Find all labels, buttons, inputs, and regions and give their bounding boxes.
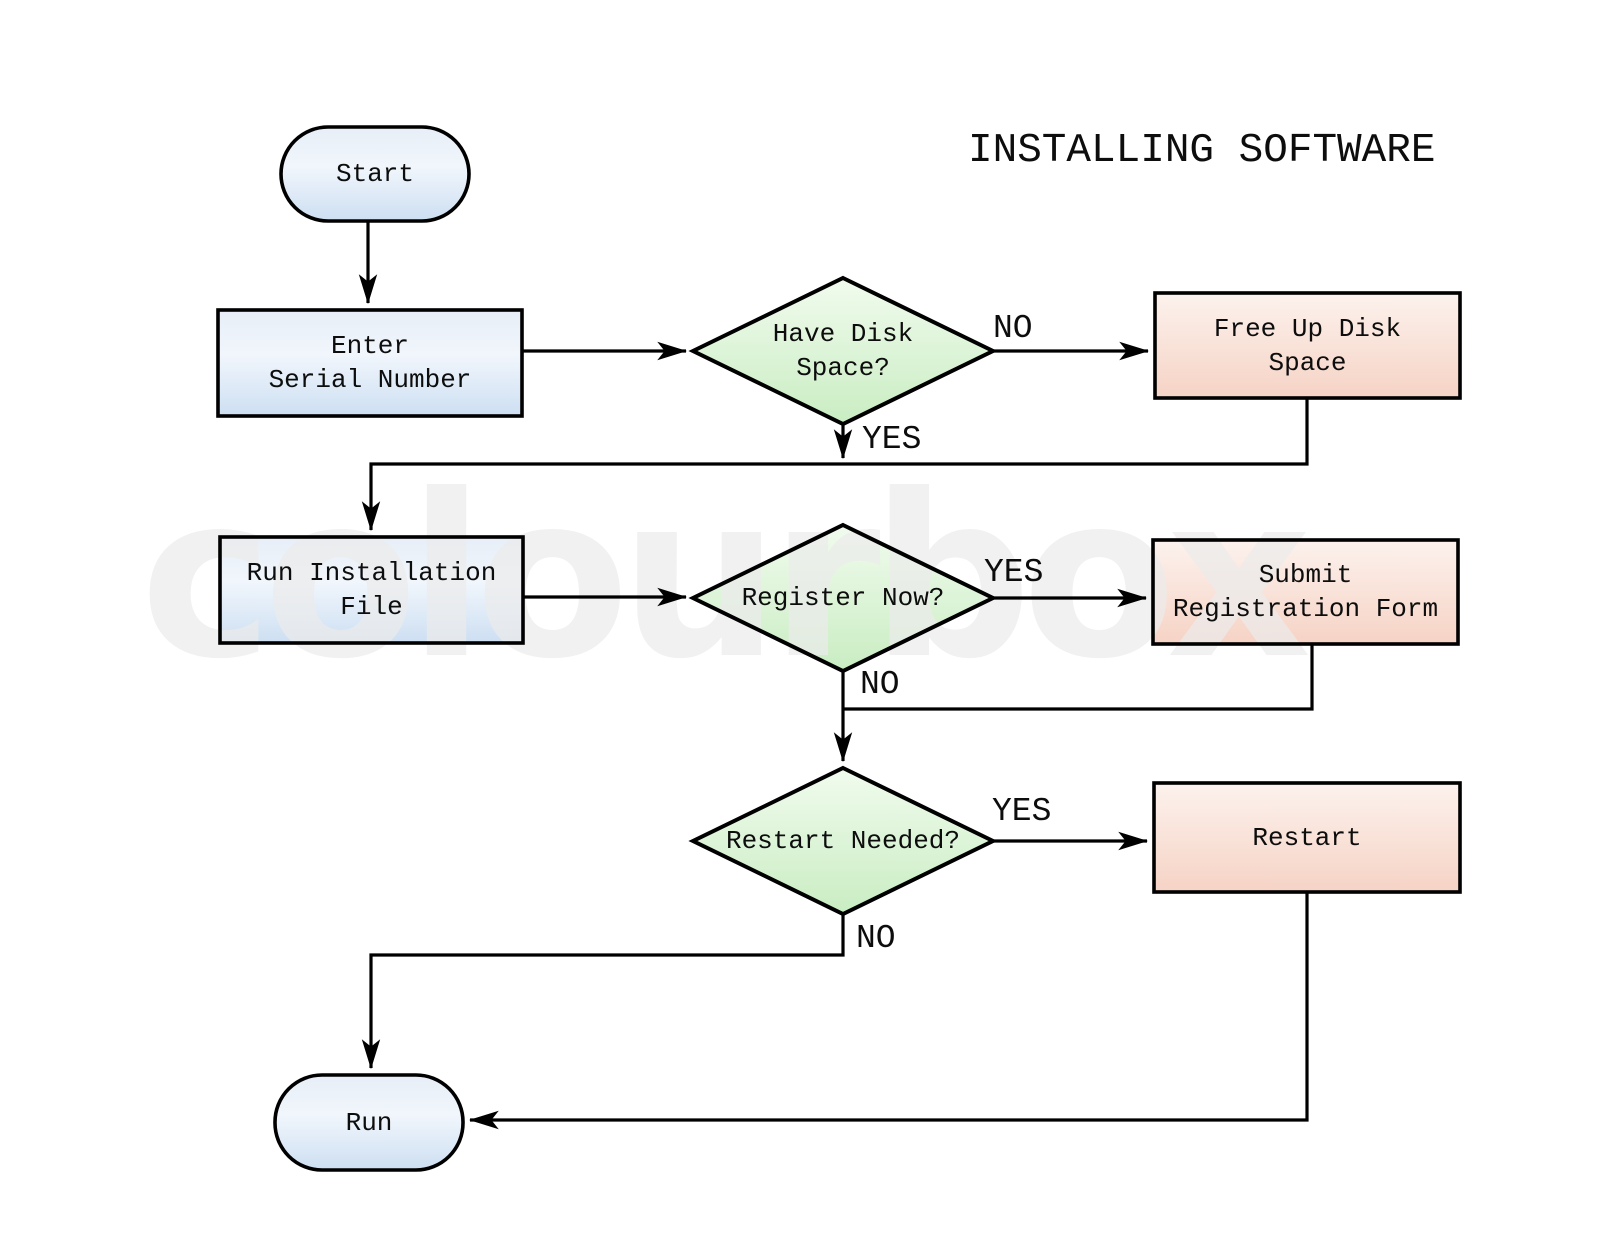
decision-have-disk-space: Have Disk Space? bbox=[693, 278, 993, 424]
node-run-label: Run bbox=[345, 1107, 393, 1138]
node-submit-registration-form: Submit Registration Form bbox=[1153, 540, 1458, 644]
decision-have-disk-line2: Space? bbox=[796, 353, 890, 383]
decision-restart-needed: Restart Needed? bbox=[693, 768, 993, 914]
branch-label-register-yes: YES bbox=[984, 554, 1044, 591]
branch-label-restart-yes: YES bbox=[992, 793, 1052, 830]
decision-have-disk-line1: Have Disk bbox=[772, 319, 914, 349]
node-free-up-disk-space: Free Up Disk Space bbox=[1155, 293, 1460, 398]
node-run-installation-file: Run Installation File bbox=[220, 537, 523, 643]
branch-label-disk-yes: YES bbox=[862, 421, 922, 458]
diagram-title: INSTALLING SOFTWARE bbox=[968, 128, 1436, 174]
node-run: Run bbox=[275, 1075, 463, 1170]
node-enter-serial-line1: Enter bbox=[330, 331, 409, 361]
branch-label-register-no: NO bbox=[860, 666, 900, 703]
node-start: Start bbox=[281, 127, 469, 221]
node-submit-line2: Registration Form bbox=[1172, 594, 1439, 624]
branch-label-disk-no: NO bbox=[993, 310, 1033, 347]
node-enter-serial-line2: Serial Number bbox=[268, 365, 472, 395]
node-enter-serial-number: Enter Serial Number bbox=[218, 310, 522, 416]
node-restart: Restart bbox=[1154, 783, 1460, 892]
node-run-installation-line2: File bbox=[340, 592, 403, 622]
node-restart-label: Restart bbox=[1252, 822, 1362, 853]
node-start-label: Start bbox=[335, 159, 414, 189]
decision-register-now-label: Register Now? bbox=[741, 583, 945, 613]
branch-label-restart-no: NO bbox=[856, 920, 896, 957]
node-free-disk-line1: Free Up Disk bbox=[1213, 313, 1402, 344]
decision-restart-needed-label: Restart Needed? bbox=[725, 826, 961, 856]
node-run-installation-line1: Run Installation bbox=[246, 558, 497, 588]
node-submit-line1: Submit bbox=[1258, 560, 1353, 590]
node-free-disk-line2: Space bbox=[1268, 347, 1347, 378]
decision-register-now: Register Now? bbox=[693, 525, 993, 671]
